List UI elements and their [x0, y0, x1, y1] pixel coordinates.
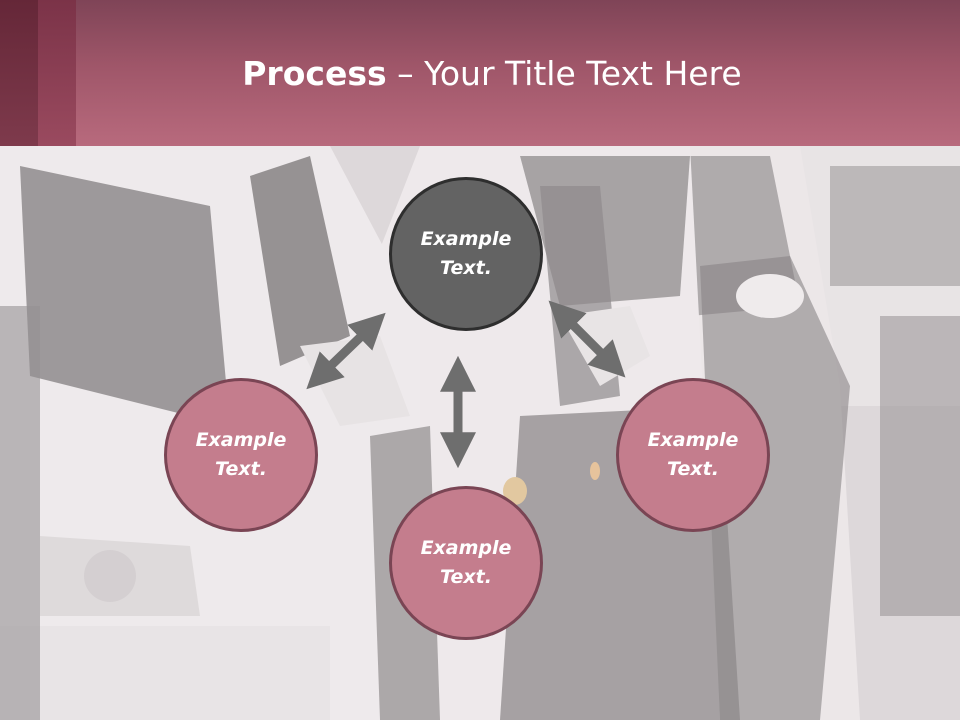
- title-bold: Process: [242, 54, 387, 93]
- arrow-center-left: [306, 312, 386, 390]
- left-node-text: Example Text.: [195, 429, 287, 480]
- title-rest: – Your Title Text Here: [386, 54, 742, 93]
- arrow-center-right: [548, 300, 626, 378]
- slide-title: Process – Your Title Text Here: [0, 50, 960, 98]
- left-node: Example Text.: [164, 378, 318, 532]
- right-node: Example Text.: [616, 378, 770, 532]
- center-node: Example Text.: [389, 177, 543, 331]
- title-bar: Process – Your Title Text Here: [0, 0, 960, 146]
- right-node-text: Example Text.: [647, 429, 739, 480]
- bottom-node: Example Text.: [389, 486, 543, 640]
- header-accent-mid: [38, 0, 76, 146]
- header-accent-dark: [0, 0, 38, 146]
- bottom-node-text: Example Text.: [420, 537, 512, 588]
- center-node-text: Example Text.: [420, 228, 512, 279]
